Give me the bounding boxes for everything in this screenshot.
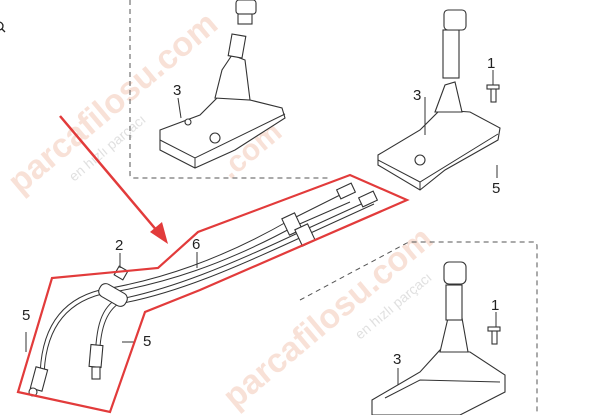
callout-2-cable: 2 [115,237,123,254]
callout-1-bottom: 1 [491,297,499,314]
arrow-head-icon [150,222,168,244]
callout-5-top-right: 5 [492,180,500,197]
pointer-arrow [59,115,159,233]
highlight-annotation [16,115,410,414]
watermark: parcafilosu.com en hızlı parçacı parcafi… [1,4,440,415]
callout-5-cable-right: 5 [143,333,151,350]
shifter-assembly-top-left [159,0,286,169]
shifter-assembly-top-right [377,9,501,191]
bottom-assembly-frame [299,241,538,415]
callout-5-cable-left: 5 [22,307,30,324]
callout-3-top-right: 3 [413,87,421,104]
svg-text:parcafilosu.com: parcafilosu.com [1,4,225,201]
top-assembly-frame [129,0,330,179]
shifter-assembly-bottom [371,261,506,415]
callout-1-top-right: 1 [487,55,495,72]
callout-6-cable: 6 [192,236,200,253]
search-icon[interactable] [0,21,6,33]
callout-3-bottom: 3 [393,351,401,368]
highlight-outline [16,173,410,414]
callout-3-top-left: 3 [173,82,181,99]
